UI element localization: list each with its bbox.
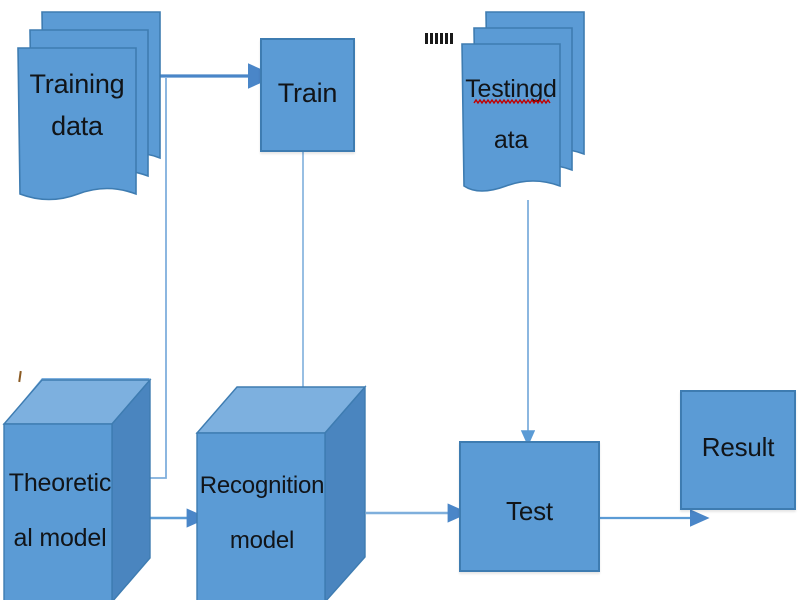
node-training-data[interactable]: Training data bbox=[14, 8, 162, 216]
node-train[interactable]: Train bbox=[260, 38, 355, 152]
node-result[interactable]: Result bbox=[680, 390, 796, 510]
node-result-label: Result bbox=[701, 432, 775, 462]
node-train-label: Train bbox=[277, 78, 338, 108]
node-theoretical-model[interactable]: Theoretic al model bbox=[2, 378, 152, 600]
tick-marks-artifact bbox=[425, 33, 453, 44]
node-test-label: Test bbox=[506, 496, 553, 526]
node-testing-data[interactable]: Testingd ata bbox=[456, 8, 592, 212]
node-test[interactable]: Test bbox=[459, 441, 600, 572]
node-recognition-model[interactable]: Recognition model bbox=[195, 385, 367, 600]
